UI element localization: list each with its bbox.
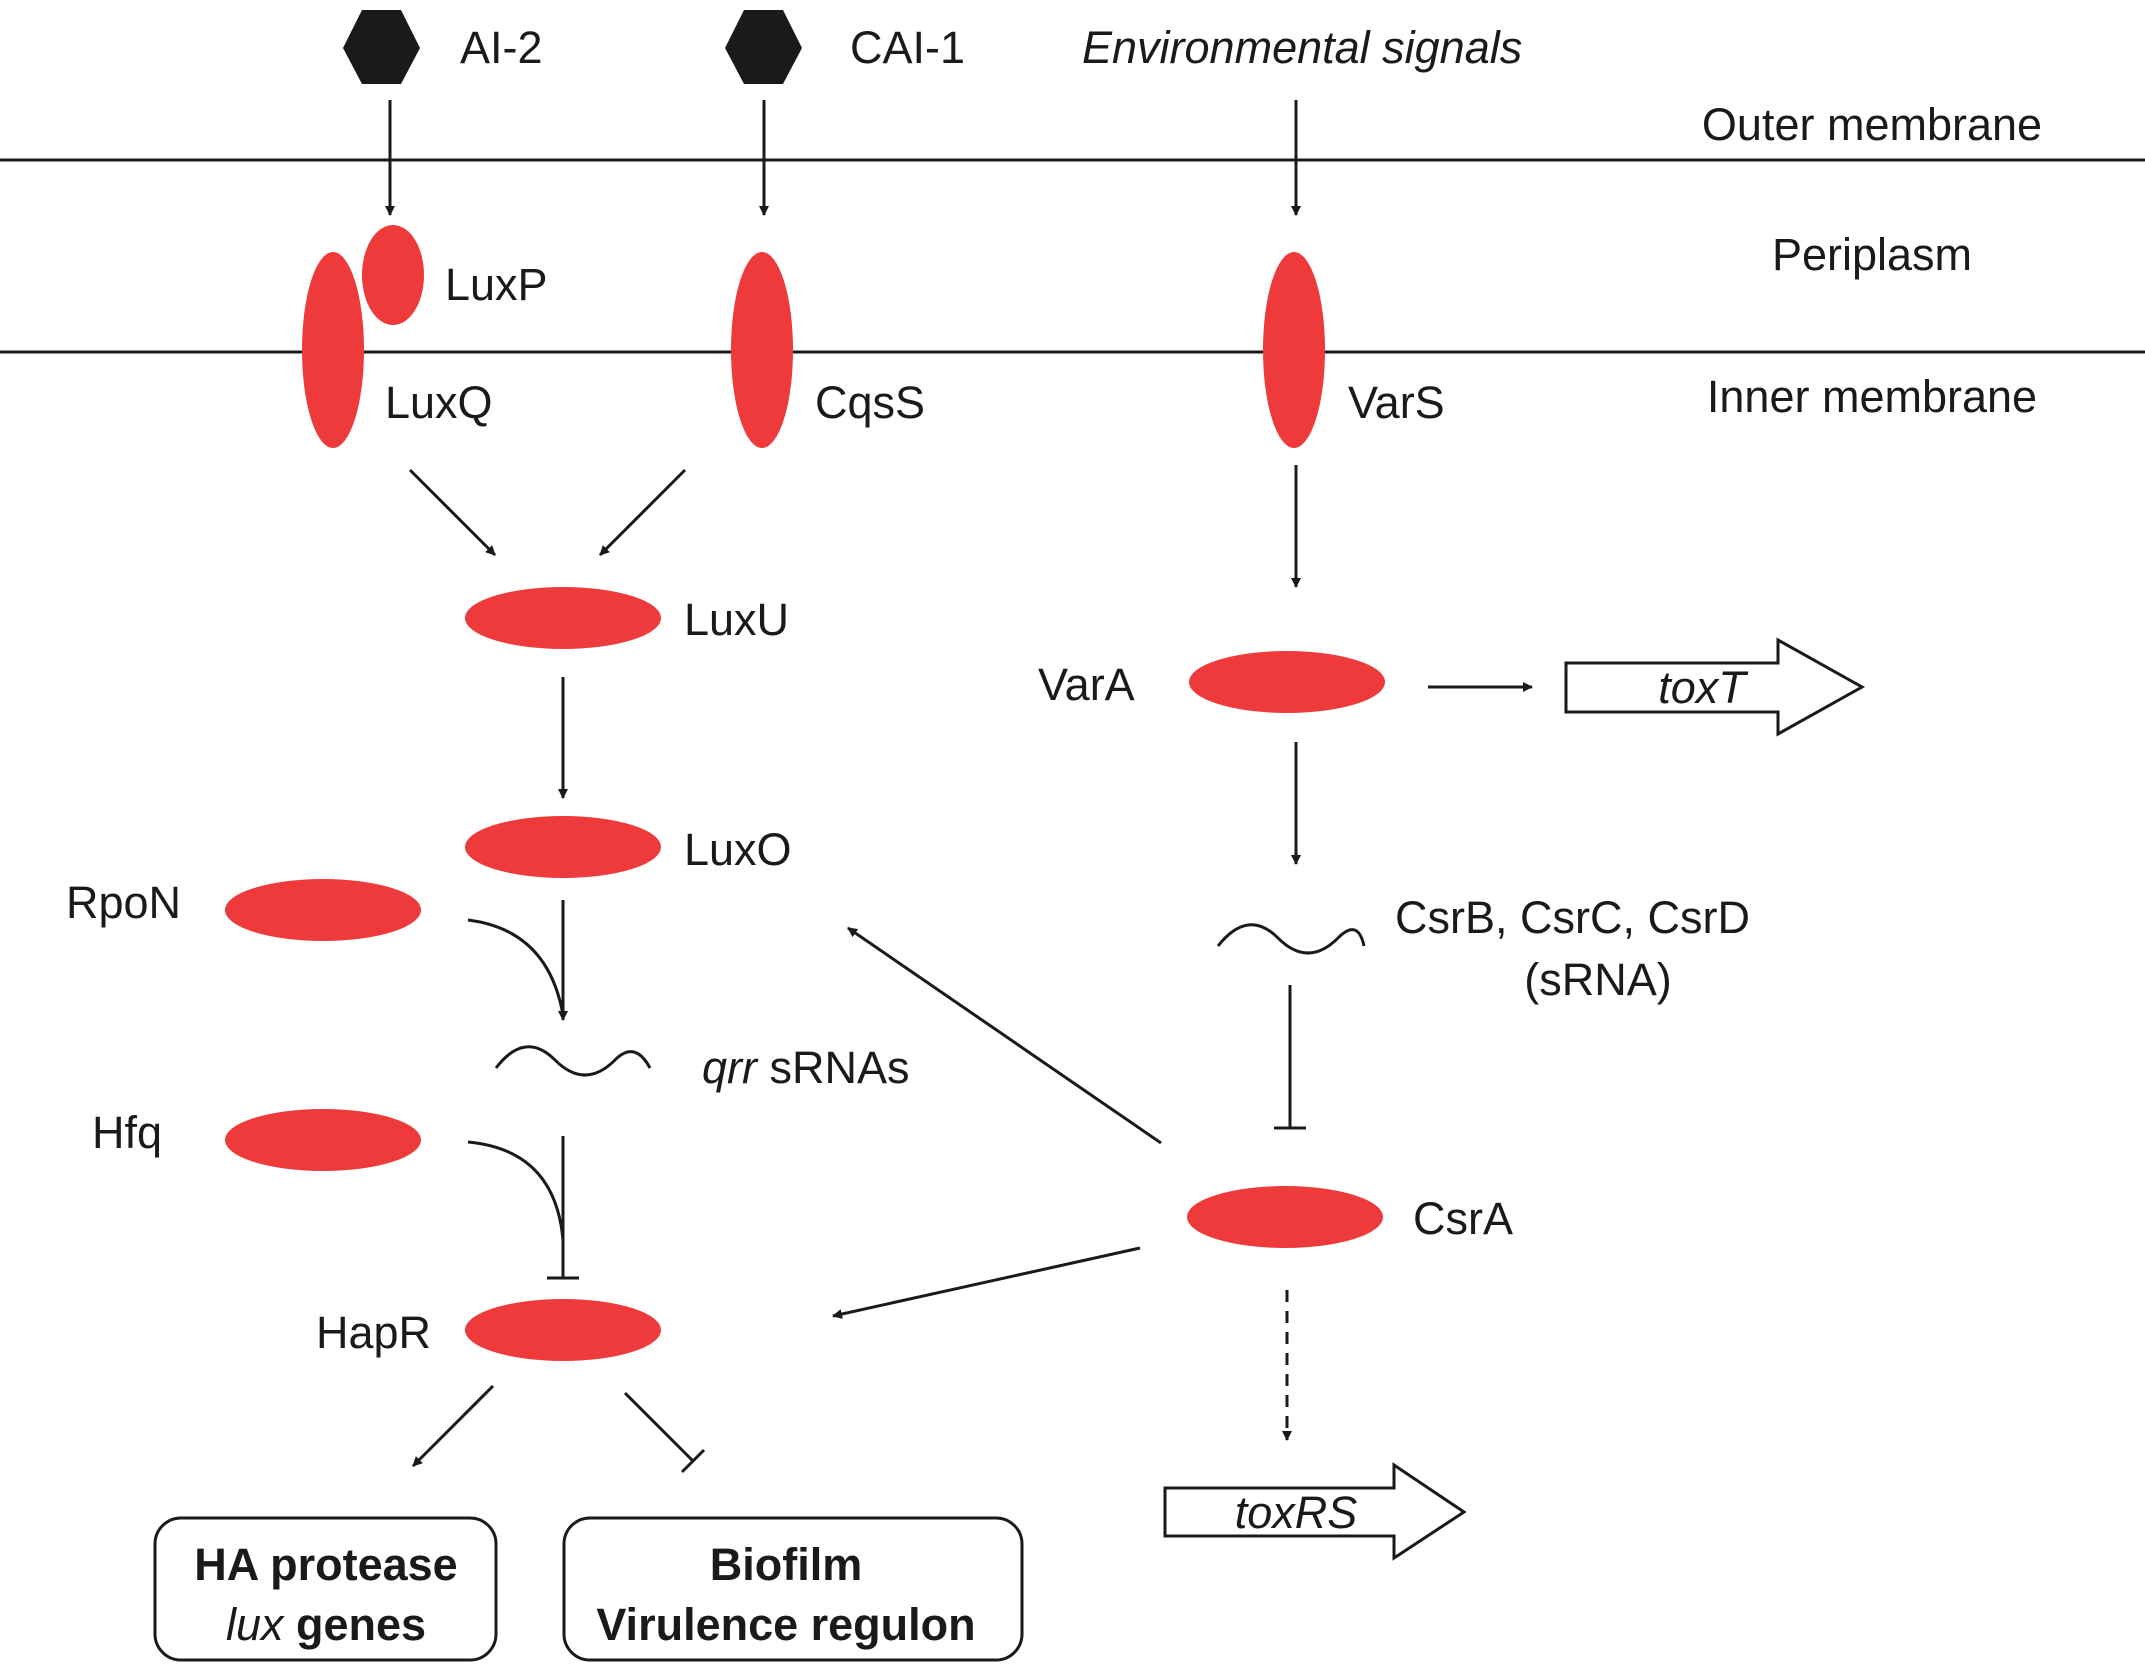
ai2-signal-hexagon <box>343 10 420 84</box>
arrow-csra-to-luxo <box>847 926 1162 1145</box>
csr-srna-wave <box>1216 923 1366 955</box>
vara-protein <box>1189 651 1385 713</box>
vars-receptor <box>1263 252 1325 448</box>
qrr-srnas-rest-label: sRNAs <box>757 1042 910 1093</box>
genes-rest-label: genes <box>283 1599 426 1650</box>
csra-protein <box>1187 1186 1383 1248</box>
hapr-protein <box>465 1299 661 1361</box>
luxo-protein <box>465 816 661 878</box>
rpon-protein <box>225 879 421 941</box>
virulence-regulon-label: Virulence regulon <box>596 1599 975 1650</box>
arrow-luxq-to-luxu <box>408 468 497 557</box>
arrow-csra-to-hapr <box>832 1246 1141 1319</box>
ai2-label: AI-2 <box>460 22 543 73</box>
luxp-label: LuxP <box>445 259 548 310</box>
arrow-hapr-to-ha-protease <box>411 1384 495 1468</box>
inhibit-hapr-to-biofilm-bar <box>680 1448 706 1474</box>
cai1-label: CAI-1 <box>850 22 965 73</box>
qrr-italic-label: qrr <box>702 1042 759 1093</box>
toxt-label: toxT <box>1658 662 1749 713</box>
hfq-label: Hfq <box>92 1107 162 1158</box>
toxrs-label: toxRS <box>1235 1487 1358 1538</box>
cai1-signal-hexagon <box>725 10 802 84</box>
luxq-receptor <box>302 252 364 448</box>
luxu-protein <box>465 587 661 649</box>
csra-label: CsrA <box>1413 1193 1513 1244</box>
luxp-protein <box>362 225 424 325</box>
vara-label: VarA <box>1038 659 1135 710</box>
periplasm-label: Periplasm <box>1772 229 1972 280</box>
ha-protease-lux-genes-box <box>153 1516 498 1662</box>
qrr-srnas-label: qrr sRNAs <box>702 1042 910 1093</box>
hfq-assist-curve <box>467 1140 565 1241</box>
vars-label: VarS <box>1348 377 1445 428</box>
cqss-label: CqsS <box>815 377 925 428</box>
ha-protease-label: HA protease <box>194 1539 457 1590</box>
toxrs-gene-shape <box>1163 1462 1467 1561</box>
cqss-receptor <box>731 252 793 448</box>
hapr-label: HapR <box>316 1307 431 1358</box>
lux-genes-label: lux genes <box>226 1599 426 1650</box>
rpon-label: RpoN <box>66 877 181 928</box>
arrow-cqss-to-luxu <box>598 468 687 557</box>
biofilm-label: Biofilm <box>710 1539 863 1590</box>
toxt-gene-shape <box>1564 637 1866 737</box>
hfq-protein <box>225 1109 421 1171</box>
luxq-label: LuxQ <box>385 377 493 428</box>
luxu-label: LuxU <box>684 594 789 645</box>
csr-srnas-label-line1: CsrB, CsrC, CsrD <box>1395 892 1750 943</box>
inhibit-hapr-to-biofilm <box>623 1391 695 1463</box>
biofilm-virulence-box <box>562 1516 1024 1662</box>
lux-italic-label: lux <box>226 1599 285 1650</box>
qrr-srna-wave <box>494 1045 652 1077</box>
inner-membrane-label: Inner membrane <box>1707 371 2037 422</box>
rpon-assist-curve <box>467 918 565 1016</box>
outer-membrane-label: Outer membrane <box>1702 99 2042 150</box>
luxo-label: LuxO <box>684 824 792 875</box>
environmental-signals-label: Environmental signals <box>1082 22 1522 73</box>
csr-srnas-label-line2: (sRNA) <box>1524 954 1671 1005</box>
